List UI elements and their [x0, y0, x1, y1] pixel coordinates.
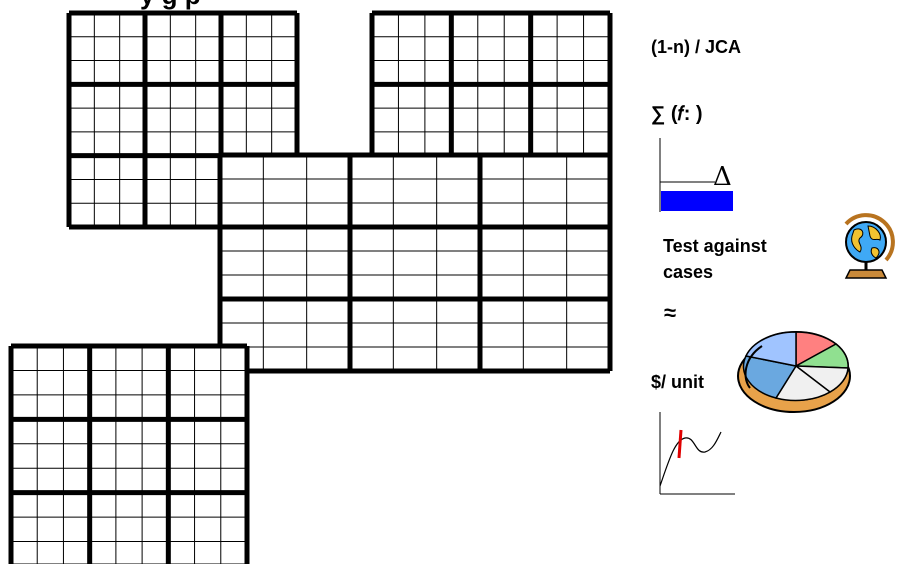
grid-bottom-left: [11, 346, 247, 564]
formula-label: (1-n) / JCA: [651, 37, 741, 57]
grid-middle: [220, 155, 610, 371]
cost-label: $/ unit: [651, 372, 704, 392]
sum-label: ∑ (𝑓: ): [651, 104, 703, 124]
test-label-line1: Test against: [663, 236, 767, 256]
globe-icon: [836, 212, 900, 282]
level-fill: [661, 191, 733, 211]
pie-chart-icon: [732, 318, 856, 418]
curve-graph-icon: [655, 410, 745, 500]
approx-symbol: ≈: [664, 300, 676, 326]
curve-marker: [679, 430, 681, 458]
test-label-line2: cases: [663, 262, 713, 282]
delta-symbol: Δ: [713, 162, 732, 192]
